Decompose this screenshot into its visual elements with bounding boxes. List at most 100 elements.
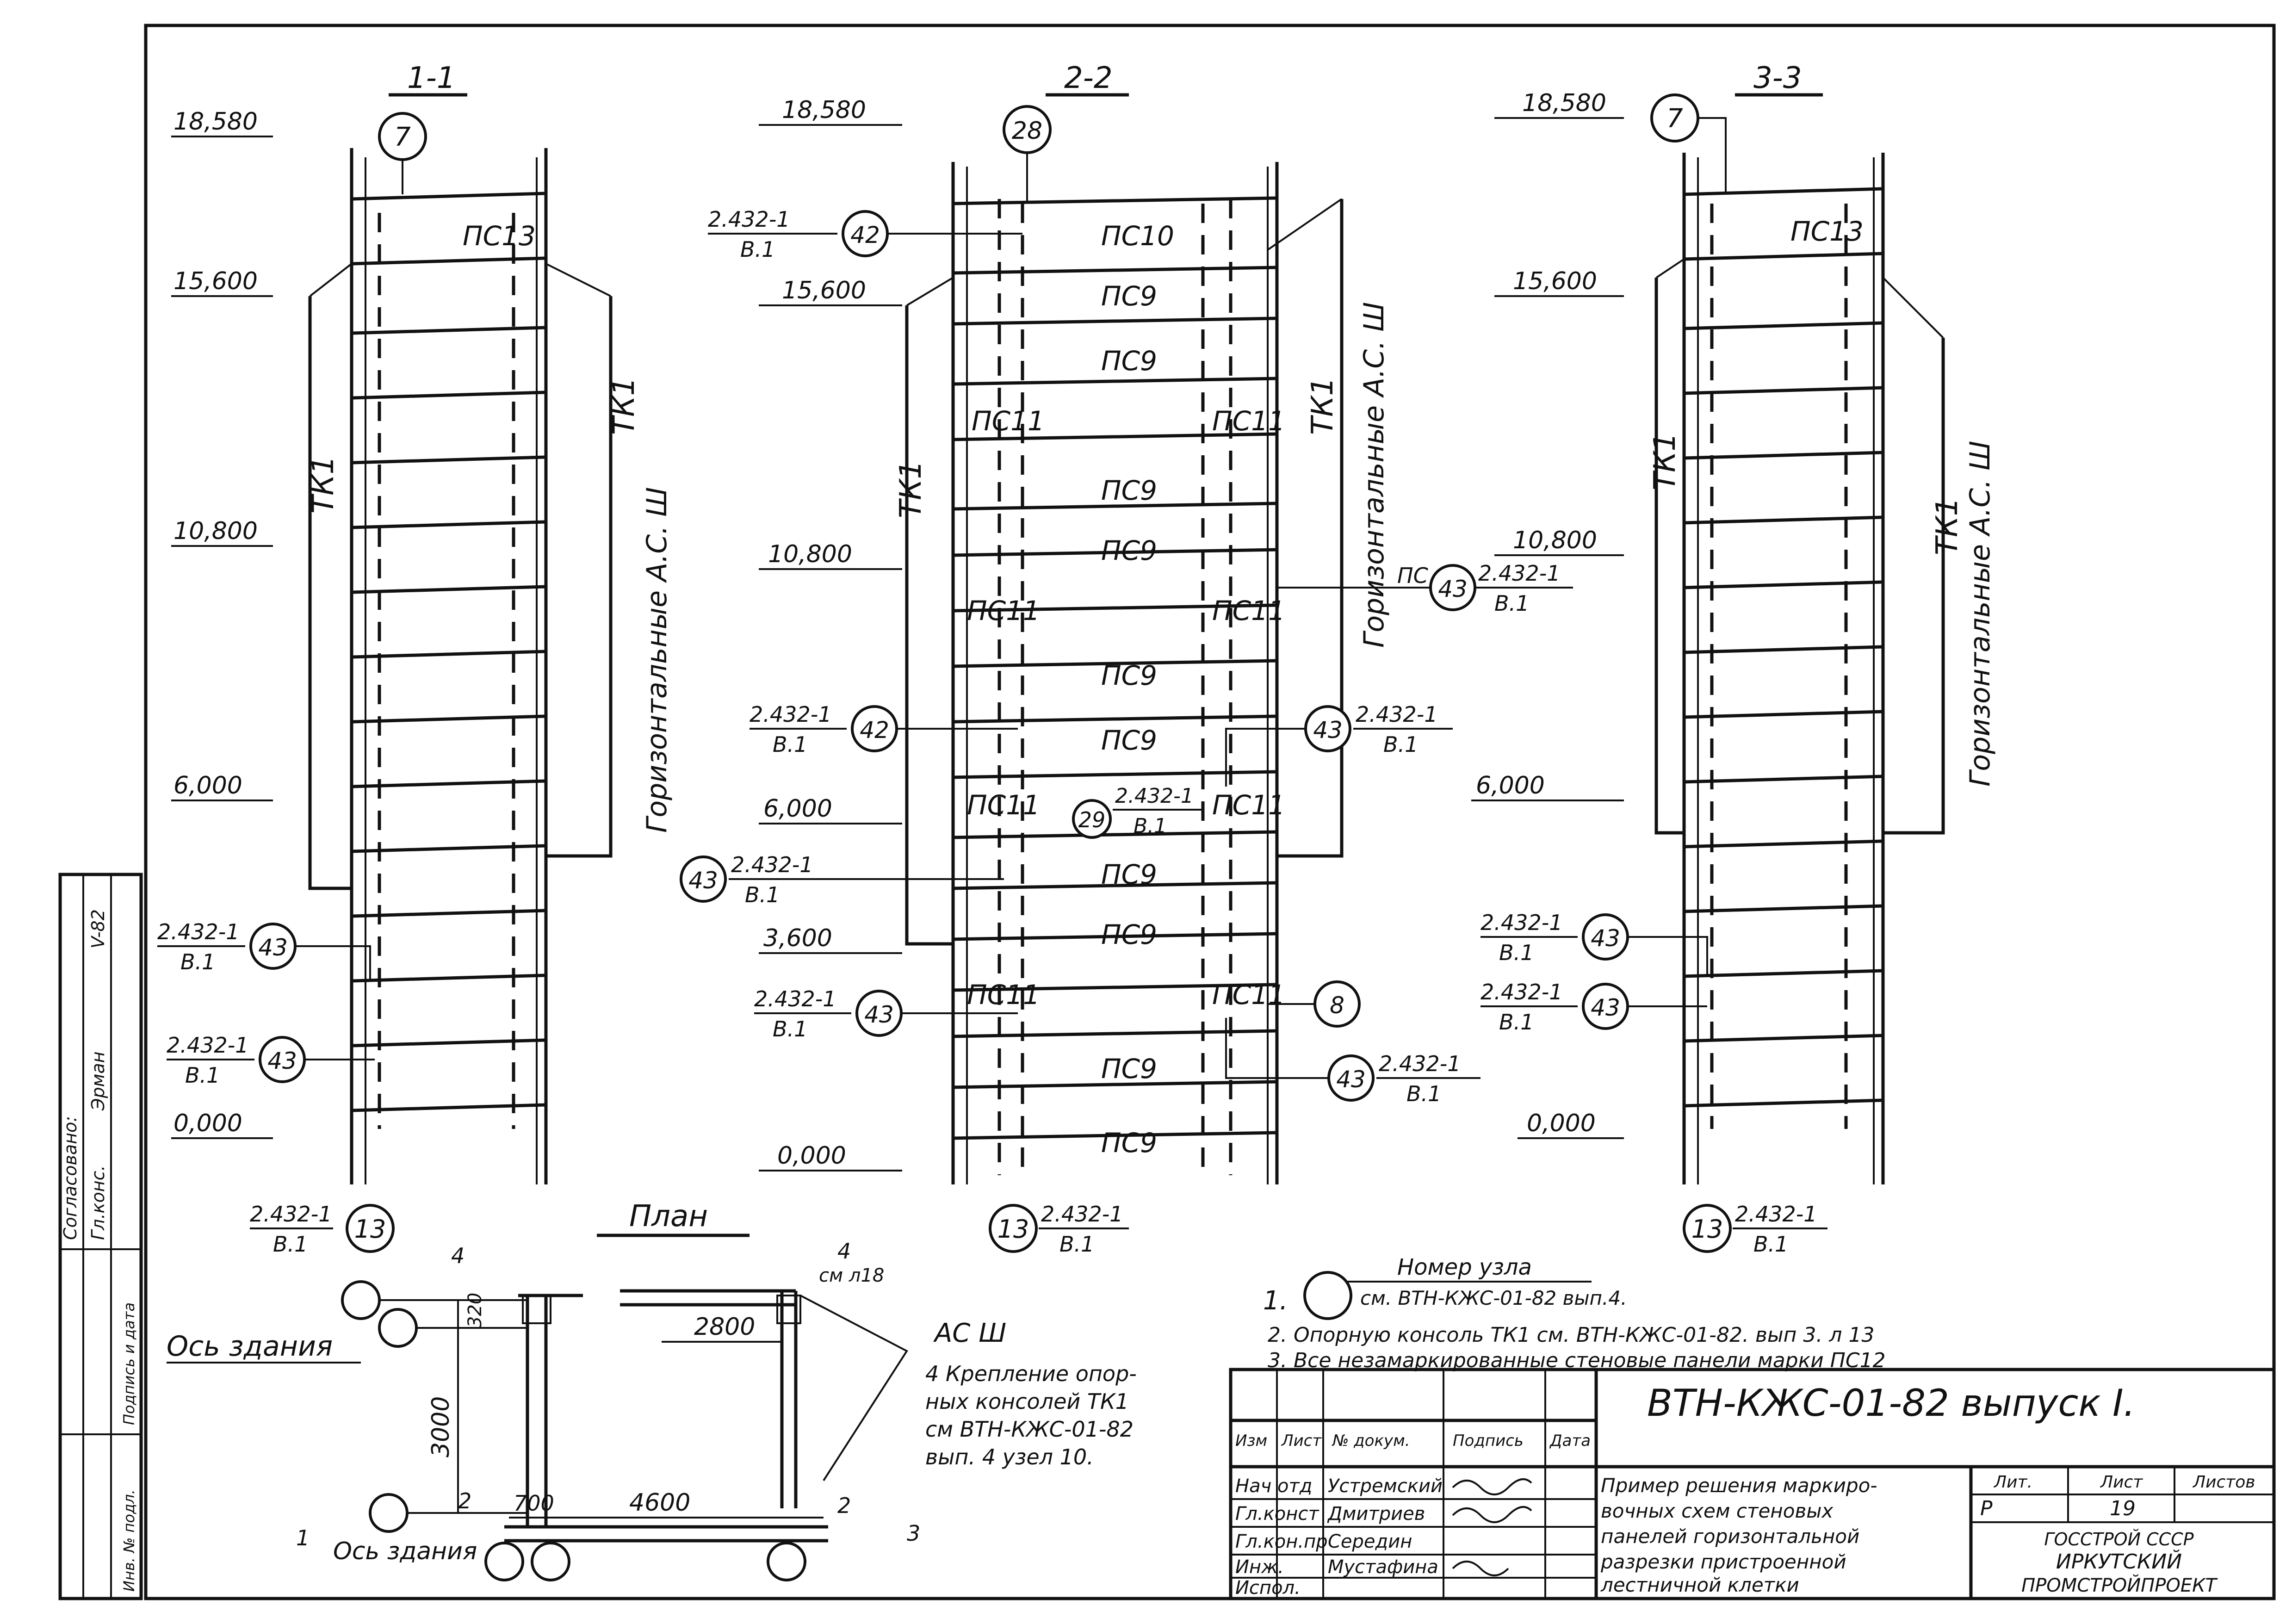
svg-text:8: 8 xyxy=(1330,992,1344,1019)
panel-label: ПС9 xyxy=(1101,919,1157,950)
section-2-ref-43-right-lower: 43 2.432-1 В.1 xyxy=(1225,1018,1481,1106)
title-block: ВТН-КЖС-01-82 выпуск I. Изм Лист № докум… xyxy=(1229,1368,2276,1600)
svg-text:43: 43 xyxy=(258,934,288,961)
panel-label: ПС11 xyxy=(967,789,1040,821)
elevation-mark: 6,000 xyxy=(1476,772,1545,800)
svg-text:Р: Р xyxy=(1980,1497,1993,1520)
panel-joint xyxy=(953,502,1277,511)
svg-text:2.432-1: 2.432-1 xyxy=(1379,1051,1461,1076)
section-1-ref-1: 2.432-1 В.1 43 xyxy=(157,919,371,981)
svg-text:Испол.: Испол. xyxy=(1235,1577,1301,1599)
svg-text:Эрман: Эрман xyxy=(88,1052,108,1111)
svg-text:7: 7 xyxy=(394,122,411,152)
panel-label: ПС9 xyxy=(1101,660,1157,691)
section-3-ref-bottom: 13 2.432-1 В.1 xyxy=(1683,1202,1827,1257)
svg-text:В.1: В.1 xyxy=(1499,1010,1534,1035)
svg-text:2.432-1: 2.432-1 xyxy=(1478,561,1561,586)
plan-dim-4600: 4600 xyxy=(629,1489,690,1517)
svg-text:V-82: V-82 xyxy=(88,909,108,948)
panel-joint xyxy=(1684,839,1883,849)
svg-text:В.1: В.1 xyxy=(1494,591,1529,616)
svg-text:Мустафина: Мустафина xyxy=(1328,1556,1438,1578)
svg-text:В.1: В.1 xyxy=(1753,1232,1788,1257)
title-block-code: ВТН-КЖС-01-82 выпуск I. xyxy=(1647,1382,2135,1425)
panel-label: ПС9 xyxy=(1101,535,1157,566)
svg-text:Изм: Изм xyxy=(1235,1432,1267,1450)
svg-text:ных консолей ТК1: ных консолей ТК1 xyxy=(925,1389,1129,1414)
svg-text:ПС: ПС xyxy=(1397,563,1428,588)
svg-text:В.1: В.1 xyxy=(185,1063,220,1088)
elevation-mark: 10,800 xyxy=(768,540,852,568)
svg-text:Листов: Листов xyxy=(2192,1473,2255,1492)
panel-joint xyxy=(1684,1098,1883,1108)
panel-joint xyxy=(351,192,546,201)
elevation-mark: 10,800 xyxy=(173,517,258,545)
svg-text:2.432-1: 2.432-1 xyxy=(157,919,240,944)
panel-joint xyxy=(953,1080,1277,1089)
svg-text:43: 43 xyxy=(1591,925,1620,952)
svg-text:13: 13 xyxy=(354,1215,386,1244)
panel-joint xyxy=(1684,580,1883,589)
plan-axis-label: Ось здания xyxy=(167,1330,333,1363)
svg-text:2.432-1: 2.432-1 xyxy=(750,702,832,727)
elevation-mark: 18,580 xyxy=(1522,89,1606,117)
panel-joint xyxy=(953,932,1277,941)
legend-node-caption: Номер узла xyxy=(1397,1254,1532,1280)
plan-dim-700: 700 xyxy=(514,1491,554,1516)
svg-text:1.: 1. xyxy=(1263,1286,1288,1316)
elevation-mark: 15,600 xyxy=(1513,267,1597,295)
panel-joint xyxy=(953,830,1277,839)
svg-text:Гл.кон.пр: Гл.кон.пр xyxy=(1235,1531,1328,1552)
elevation-mark: 0,000 xyxy=(173,1110,242,1137)
svg-text:В.1: В.1 xyxy=(745,882,780,907)
plan-view: План 3000 320 2800 700 4600 4 4 xyxy=(167,1199,1137,1581)
section-2-pc-ref: ПС 43 2.432-1 В.1 xyxy=(1277,561,1573,616)
svg-text:вып. 4 узел 10.: вып. 4 узел 10. xyxy=(925,1444,1094,1469)
section-2-column-right: ТК1 xyxy=(1306,377,1340,435)
svg-text:13: 13 xyxy=(1691,1215,1723,1244)
panel-joint xyxy=(351,585,546,594)
section-2-ref-42: 2.432-1 В.1 42 xyxy=(750,702,1018,757)
section-2-title: 2-2 xyxy=(1064,61,1113,95)
svg-text:Дата: Дата xyxy=(1549,1432,1591,1450)
section-3-title: 3-3 xyxy=(1753,61,1802,95)
section-1-ref-bottom: 2.432-1 В.1 13 xyxy=(250,1202,395,1257)
section-1-title: 1-1 xyxy=(407,61,456,95)
elevation-mark: 10,800 xyxy=(1513,527,1597,554)
elevation-mark: 0,000 xyxy=(1527,1110,1596,1137)
sheet-frame xyxy=(144,24,2276,1600)
svg-text:13: 13 xyxy=(997,1215,1029,1244)
svg-text:2.432-1: 2.432-1 xyxy=(250,1202,332,1227)
svg-text:В.1: В.1 xyxy=(1499,940,1534,965)
svg-text:Лист: Лист xyxy=(1281,1432,1322,1450)
panel-joint xyxy=(953,1029,1277,1038)
section-2-ref-29: 29 2.432-1 В.1 xyxy=(1072,784,1203,839)
section-1-1: 1-1 ПС13 ТК1 ТК1 Горизонтальные А.С. Ш 1… xyxy=(157,61,673,1257)
section-1-column-right: ТК1 xyxy=(607,377,641,435)
svg-text:2.432-1: 2.432-1 xyxy=(1481,910,1563,935)
panel-joint xyxy=(1684,969,1883,978)
panel-joint xyxy=(1684,775,1883,784)
svg-text:2.432-1: 2.432-1 xyxy=(1481,979,1563,1004)
panel-label: ПС9 xyxy=(1101,859,1157,890)
panel-joint xyxy=(351,520,546,529)
plan-axis-label-2: Ось здания xyxy=(333,1537,477,1565)
svg-text:ИРКУТСКИЙ: ИРКУТСКИЙ xyxy=(2056,1549,2182,1574)
svg-text:панелей горизонтальной: панелей горизонтальной xyxy=(1601,1525,1859,1548)
elevation-mark: 3,600 xyxy=(763,924,832,952)
svg-text:Гл.конст: Гл.конст xyxy=(1235,1503,1319,1525)
panel-joint xyxy=(953,603,1277,613)
panel-label: ПС9 xyxy=(1101,1053,1157,1085)
panel-joint xyxy=(953,714,1277,724)
svg-text:43: 43 xyxy=(267,1048,297,1074)
svg-text:ПРОМСТРОЙПРОЕКТ: ПРОМСТРОЙПРОЕКТ xyxy=(2021,1574,2218,1596)
svg-text:1: 1 xyxy=(296,1525,310,1550)
svg-text:Подпись и дата: Подпись и дата xyxy=(120,1302,138,1425)
svg-text:Подпись: Подпись xyxy=(1453,1432,1524,1450)
svg-text:ГОССТРОЙ СССР: ГОССТРОЙ СССР xyxy=(2044,1529,2193,1550)
svg-text:4: 4 xyxy=(451,1243,465,1268)
plan-rebar: АС Ш xyxy=(933,1318,1006,1348)
svg-text:В.1: В.1 xyxy=(180,949,215,974)
svg-text:Согласовано:: Согласовано: xyxy=(60,1116,81,1240)
panel-joint xyxy=(351,455,546,465)
